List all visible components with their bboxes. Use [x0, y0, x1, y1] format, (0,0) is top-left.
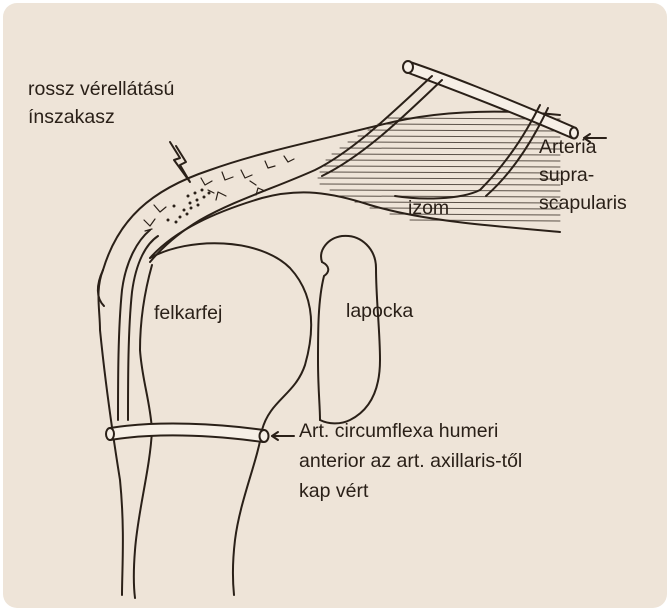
lightning-bolt-icon [170, 142, 190, 182]
artery-branch-1 [150, 76, 432, 262]
circumflex-label-line1: Art. circumflexa humeri [299, 418, 498, 444]
scapula-inner [318, 262, 328, 420]
circumflex-label-line3: kap vért [299, 478, 368, 504]
humeral-head-outline [150, 243, 311, 595]
anterior-vessel-right [128, 236, 158, 420]
suprascapular-artery [403, 61, 578, 139]
circumflex-artery [106, 424, 269, 442]
artery-branch-1b [322, 80, 442, 176]
artery-label-line1: Arteria [539, 134, 596, 160]
poor-blood-supply-label-line2: ínszakasz [28, 104, 115, 130]
artery-label-line2: supra- [539, 162, 594, 188]
artery-label-line3: scapularis [539, 190, 627, 216]
scapula-label: lapocka [346, 298, 413, 324]
anterior-vessel-left [118, 230, 150, 420]
poor-blood-supply-label-line1: rossz vérellátású [28, 76, 174, 102]
circumflex-label-line2: anterior az art. axillaris-től [299, 448, 522, 474]
muscle-label: izom [408, 195, 449, 221]
scapula-outline [320, 236, 380, 424]
humeral-head-label: felkarfej [154, 300, 222, 326]
